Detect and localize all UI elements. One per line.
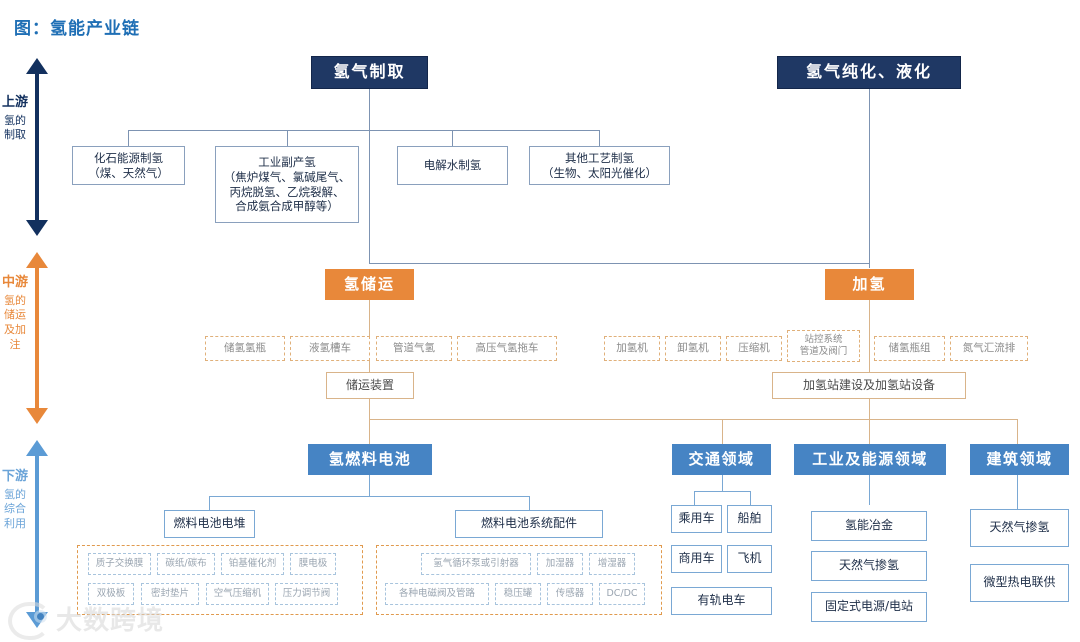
stage-label-midstream: 中游 氢的储运及加注 [2, 276, 28, 353]
tag-refuel-0[interactable]: 加氢机 [604, 336, 660, 361]
stage-arrow-midstream [26, 252, 48, 424]
connector-vertical [529, 496, 530, 510]
node-other-process-hydrogen[interactable]: 其他工艺制氢（生物、太阳光催化） [529, 146, 670, 185]
node-transport-item-2[interactable]: 商用车 [671, 545, 722, 573]
tag-stack-3[interactable]: 膜电极 [290, 553, 336, 575]
connector-vertical [369, 419, 370, 444]
page-title: 图：氢能产业链 [14, 19, 140, 39]
tag-stack-7[interactable]: 压力调节阀 [275, 583, 338, 605]
stage-desc-midstream: 氢的储运及加注 [4, 293, 26, 352]
tag-stack-6[interactable]: 空气压缩机 [206, 583, 269, 605]
node-transport-item-1[interactable]: 船舶 [727, 505, 772, 533]
tag-refuel-3[interactable]: 站控系统管道及阀门 [787, 330, 860, 362]
node-fuel-cell-stack[interactable]: 燃料电池电堆 [164, 510, 255, 538]
stage-arrow-upstream [26, 58, 48, 236]
connector-vertical [694, 491, 695, 505]
stage-label-downstream: 下游 氢的综合利用 [2, 470, 28, 532]
connector-vertical [750, 491, 751, 505]
tag-sys-0[interactable]: 氢气循环泵或引射器 [421, 553, 531, 575]
stage-label-upstream: 上游 氢的制取 [2, 96, 28, 143]
connector-horizontal [128, 130, 599, 131]
stage-desc-upstream: 氢的制取 [4, 113, 26, 142]
connector-vertical [869, 475, 870, 505]
node-storage-equipment[interactable]: 储运装置 [326, 372, 414, 399]
watermark-ring-icon [8, 602, 50, 640]
node-refueling-station-equipment[interactable]: 加氢站建设及加氢站设备 [772, 372, 966, 399]
connector-horizontal [694, 491, 750, 492]
tag-sys-3[interactable]: 各种电磁阀及管路 [385, 583, 489, 605]
connector-vertical [369, 475, 370, 496]
node-building-item-0[interactable]: 天然气掺氢 [970, 509, 1069, 547]
node-transport-item-0[interactable]: 乘用车 [671, 505, 722, 533]
stage-desc-downstream: 氢的综合利用 [4, 487, 26, 531]
connector-vertical [369, 88, 370, 138]
tag-stack-4[interactable]: 双极板 [88, 583, 134, 605]
node-industry-item-2[interactable]: 固定式电源/电站 [811, 592, 927, 622]
tag-sys-1[interactable]: 加湿器 [537, 553, 583, 575]
connector-vertical [1017, 419, 1018, 444]
tag-storage-3[interactable]: 高压气氢拖车 [457, 336, 557, 361]
node-water-electrolysis-hydrogen[interactable]: 电解水制氢 [397, 146, 508, 185]
node-hydrogen-refueling[interactable]: 加氢 [825, 269, 914, 300]
group-fuel-cell-stack-parts [77, 545, 363, 615]
tag-refuel-1[interactable]: 卸氢机 [665, 336, 721, 361]
connector-horizontal [369, 263, 869, 264]
tag-stack-0[interactable]: 质子交换膜 [88, 553, 151, 575]
watermark: 大数跨境 [4, 594, 194, 640]
stage-name-upstream: 上游 [2, 95, 29, 110]
node-transport-item-4[interactable]: 有轨电车 [671, 587, 772, 615]
group-fuel-cell-system-parts [376, 545, 662, 615]
connector-vertical [128, 130, 129, 146]
connector-vertical [452, 130, 453, 146]
connector-horizontal [369, 419, 1017, 420]
node-hydrogen-purification-liquefaction[interactable]: 氢气纯化、液化 [777, 56, 961, 89]
tag-stack-5[interactable]: 密封垫片 [141, 583, 199, 605]
connector-vertical [369, 138, 370, 264]
node-fossil-hydrogen[interactable]: 化石能源制氢（煤、天然气） [72, 146, 185, 185]
node-hydrogen-production[interactable]: 氢气制取 [311, 56, 428, 89]
tag-stack-1[interactable]: 碳纸/碳布 [157, 553, 215, 575]
node-transport-item-3[interactable]: 飞机 [727, 545, 772, 573]
node-transport-field[interactable]: 交通领域 [672, 444, 771, 475]
node-industry-item-1[interactable]: 天然气掺氢 [811, 551, 927, 581]
stage-name-midstream: 中游 [2, 275, 29, 290]
tag-sys-4[interactable]: 稳压罐 [495, 583, 541, 605]
connector-vertical [869, 399, 870, 419]
node-industry-energy-field[interactable]: 工业及能源领域 [794, 444, 946, 475]
node-industrial-byproduct-hydrogen[interactable]: 工业副产氢（焦炉煤气、氯碱尾气、丙烷脱氢、乙烷裂解、合成氨合成甲醇等） [215, 146, 359, 223]
connector-horizontal [209, 496, 529, 497]
connector-vertical [722, 419, 723, 444]
node-fuel-cell-system-parts[interactable]: 燃料电池系统配件 [455, 510, 603, 538]
connector-vertical [369, 399, 370, 419]
node-hydrogen-fuel-cell[interactable]: 氢燃料电池 [308, 444, 432, 475]
tag-stack-2[interactable]: 铂基催化剂 [221, 553, 284, 575]
node-hydrogen-storage-transport[interactable]: 氢储运 [325, 269, 414, 300]
connector-vertical [1017, 475, 1018, 509]
tag-sys-6[interactable]: DC/DC [599, 583, 645, 605]
connector-vertical [722, 475, 723, 491]
tag-sys-2[interactable]: 增湿器 [589, 553, 635, 575]
tag-refuel-4[interactable]: 储氢瓶组 [874, 336, 945, 361]
tag-storage-0[interactable]: 储氢氢瓶 [205, 336, 285, 361]
tag-storage-2[interactable]: 管道气氢 [376, 336, 452, 361]
connector-vertical [287, 130, 288, 146]
tag-storage-1[interactable]: 液氢槽车 [290, 336, 370, 361]
tag-refuel-5[interactable]: 氮气汇流排 [950, 336, 1028, 361]
node-industry-item-0[interactable]: 氢能冶金 [811, 511, 927, 541]
connector-vertical [869, 88, 870, 268]
connector-vertical [599, 130, 600, 146]
watermark-inner-dot-icon [37, 613, 44, 620]
connector-vertical [869, 300, 870, 372]
node-building-item-1[interactable]: 微型热电联供 [970, 564, 1069, 602]
connector-vertical [209, 496, 210, 510]
watermark-text: 大数跨境 [56, 606, 165, 636]
tag-refuel-2[interactable]: 压缩机 [726, 336, 782, 361]
tag-sys-5[interactable]: 传感器 [547, 583, 593, 605]
node-building-field[interactable]: 建筑领域 [970, 444, 1069, 475]
connector-vertical [869, 419, 870, 444]
stage-name-downstream: 下游 [2, 469, 29, 484]
